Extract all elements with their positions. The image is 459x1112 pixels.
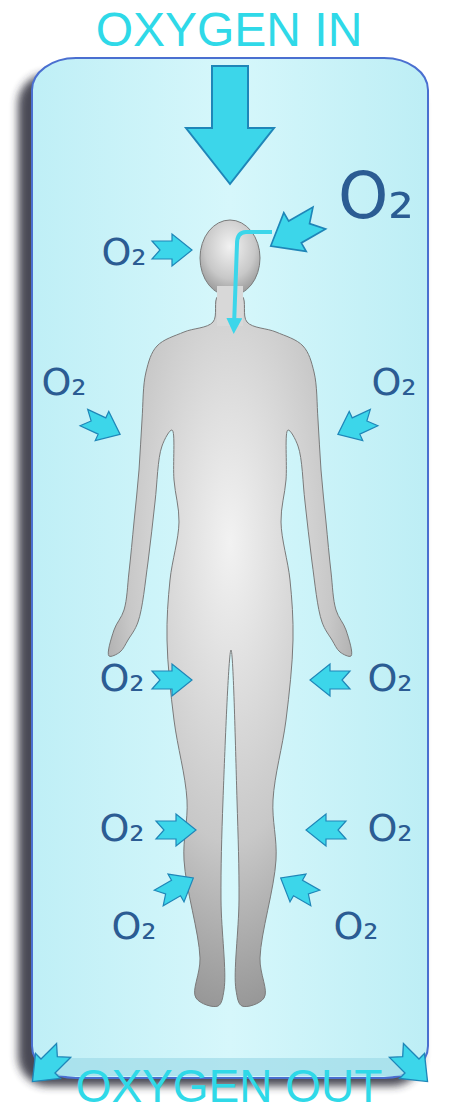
oxygen-arrow [384, 1038, 440, 1094]
oxygen-arrow [156, 814, 196, 846]
oxygen-label: O₂ [101, 233, 146, 271]
inflow-arrow [186, 66, 274, 184]
oxygen-arrow [306, 814, 346, 846]
oxygen-label: O₂ [371, 363, 416, 401]
oxygen-label: O₂ [99, 659, 144, 697]
oxygen-arrow [331, 403, 381, 449]
oxygen-arrow [152, 664, 192, 696]
chamber-wall [32, 58, 428, 1078]
oxygen-label: O₂ [41, 363, 86, 401]
oxygen-arrow [151, 864, 202, 912]
oxygen-arrow [77, 403, 127, 449]
oxygen-label: O₂ [367, 659, 412, 697]
oxygen-arrow [273, 864, 324, 912]
neck-shape [217, 286, 243, 326]
airway-line [234, 232, 272, 326]
oxygen-arrow [20, 1038, 76, 1094]
body-shape [108, 293, 352, 1007]
flow-label: OXYGEN IN [96, 6, 363, 54]
oxygen-label: O₂ [111, 907, 156, 945]
oxygen-arrow [310, 664, 350, 696]
oxygen-label: O₂ [333, 907, 378, 945]
oxygen-label: O₂ [367, 809, 412, 847]
oxygen-arrow [152, 234, 192, 266]
oxygen-label: O₂ [99, 809, 144, 847]
oxygen-arrow [260, 199, 331, 266]
oxygen-label: O₂ [338, 164, 414, 228]
person-silhouette [108, 220, 352, 1007]
flow-label: OXYGEN OUT [76, 1063, 383, 1109]
